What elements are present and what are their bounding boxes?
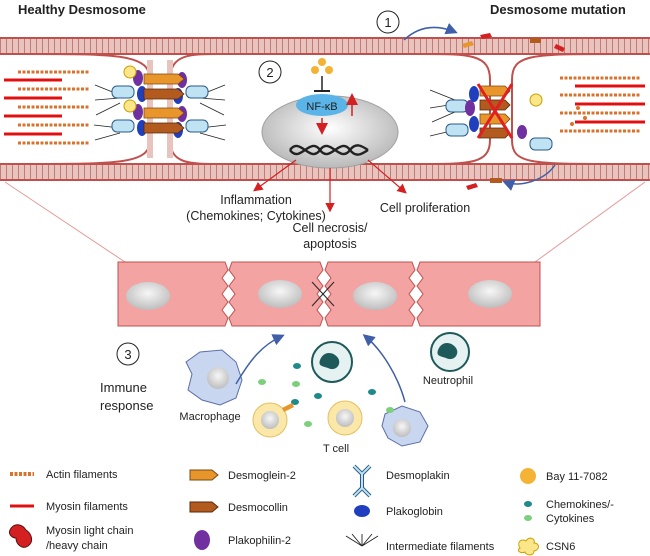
outcome-proliferation: Cell proliferation <box>380 201 470 215</box>
legend-bay: Bay 11-7082 <box>546 471 608 483</box>
step-3-label: 3 <box>124 347 131 362</box>
outcome-arrows <box>253 159 407 213</box>
legend: Actin filaments Myosin filaments Myosin … <box>9 464 614 556</box>
title-healthy-desmosome: Healthy Desmosome <box>18 2 146 17</box>
legend-pg: Plakoglobin <box>386 506 443 518</box>
mutated-desmosome-complex <box>429 33 587 190</box>
legend-pg-swatch <box>354 505 370 517</box>
step-3-marker <box>116 342 140 366</box>
outcome-inflammation-sub: (Chemokines; Cytokines) <box>186 209 326 223</box>
legend-chemo: Chemokines/- <box>546 499 614 511</box>
macrophage-cell-lower <box>381 405 429 447</box>
tcell-label: T cell <box>323 443 349 455</box>
immune-arrow-left <box>235 334 285 385</box>
step-1-marker <box>376 10 400 34</box>
legend-mlc-swatch <box>9 524 33 548</box>
legend-dsc-swatch <box>189 501 219 513</box>
legend-dsg2-swatch <box>189 469 219 481</box>
immune-label: Immune <box>100 380 147 395</box>
neutrophil-cell-upper <box>311 341 353 383</box>
tcell-left <box>252 402 288 438</box>
legend-if: Intermediate filaments <box>386 541 495 553</box>
legend-dsc: Desmocollin <box>228 502 288 514</box>
immune-arrow-right <box>362 334 406 403</box>
outcome-inflammation: Inflammation <box>220 193 292 207</box>
zoom-line-right <box>534 181 646 263</box>
release-arrow-top <box>403 23 458 41</box>
outcome-necrosis: Cell necrosis/ <box>292 221 368 235</box>
cytokine-dots <box>258 363 394 427</box>
legend-actin: Actin filaments <box>46 469 118 481</box>
macrophage-label: Macrophage <box>179 411 240 423</box>
nfkb-label: NF-κB <box>306 101 337 113</box>
legend-myosin: Myosin filaments <box>46 501 128 513</box>
bay-inhibitor-dot <box>311 66 319 74</box>
legend-chemo-swatch-teal <box>524 501 532 507</box>
legend-mlc-sub: /heavy chain <box>46 540 108 552</box>
outcome-apoptosis: apoptosis <box>303 237 357 251</box>
legend-csn6-swatch <box>517 537 539 556</box>
step-2-label: 2 <box>266 65 273 80</box>
legend-pkp2-swatch <box>194 530 210 550</box>
legend-dsp: Desmoplakin <box>386 470 450 482</box>
release-arrow-bottom <box>502 164 556 191</box>
legend-bay-swatch <box>520 468 536 484</box>
legend-dsg2: Desmoglein-2 <box>228 470 296 482</box>
zoom-line-left <box>4 181 126 263</box>
step-2-marker <box>258 60 282 84</box>
legend-if-swatch <box>345 533 379 547</box>
actin-myosin-left <box>4 70 90 145</box>
neutrophil-label: Neutrophil <box>423 375 473 387</box>
bay-inhibitor-dot <box>318 58 326 66</box>
immune-label-sub: response <box>100 398 153 413</box>
bay-inhibitor-dot <box>325 66 333 74</box>
cardiomyocyte-strip <box>117 261 541 327</box>
actin-myosin-right <box>560 76 645 133</box>
legend-csn6: CSN6 <box>546 541 575 553</box>
macrophage-cell <box>185 349 243 406</box>
upper-membrane-band <box>0 37 650 55</box>
legend-dsp-swatch <box>352 464 372 498</box>
legend-chemo-sub: Cytokines <box>546 513 595 525</box>
tcell-right <box>327 400 363 436</box>
legend-mlc: Myosin light chain <box>46 525 133 537</box>
healthy-desmosome-complex <box>93 65 227 141</box>
neutrophil-cell-right <box>430 332 470 372</box>
title-desmosome-mutation: Desmosome mutation <box>490 2 626 17</box>
step-1-label: 1 <box>384 15 391 30</box>
nucleus-nfkb <box>261 58 399 169</box>
legend-chemo-swatch-green <box>524 515 532 521</box>
legend-pkp2: Plakophilin-2 <box>228 535 291 547</box>
